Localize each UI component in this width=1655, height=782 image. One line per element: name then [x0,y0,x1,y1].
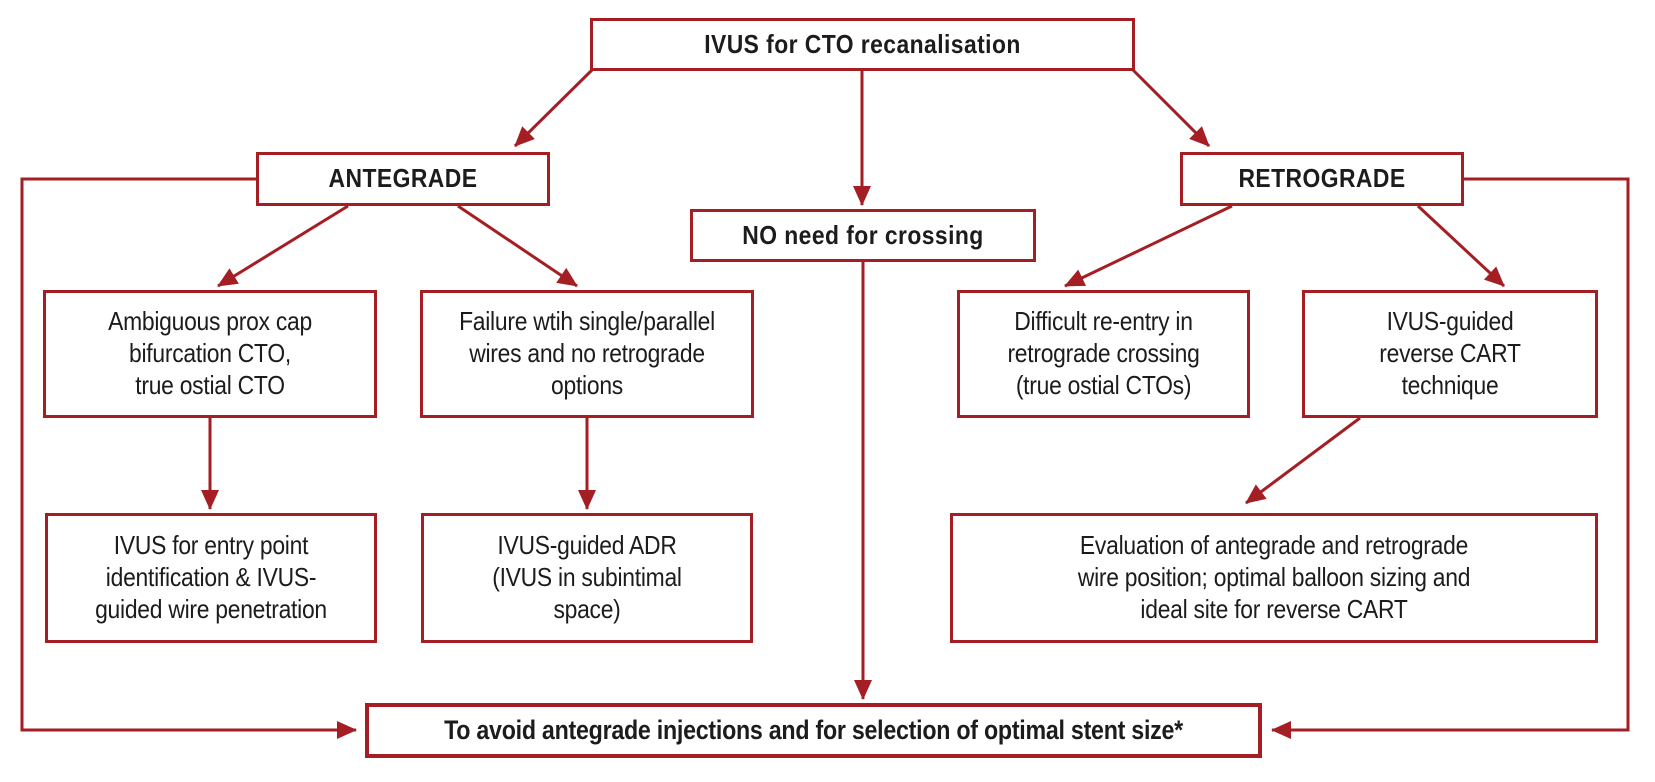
node-no-need-for-crossing-label: NO need for crossing [742,219,984,250]
node-root: IVUS for CTO recanalisation [590,18,1135,71]
node-antegrade-indication-1: Ambiguous prox cap bifurcation CTO, true… [43,290,377,418]
node-retrograde-indication-1-label: Difficult re-entry in retrograde crossin… [1007,306,1200,400]
node-retrograde-indication-1: Difficult re-entry in retrograde crossin… [957,290,1250,418]
node-no-need-for-crossing: NO need for crossing [690,209,1036,262]
node-antegrade-indication-1-label: Ambiguous prox cap bifurcation CTO, true… [108,306,312,400]
node-retrograde: RETROGRADE [1180,152,1464,206]
arrow-antegrade-to-footer [20,177,357,739]
node-antegrade-action-2: IVUS-guided ADR (IVUS in subintimal spac… [421,513,753,643]
node-footer: To avoid antegrade injections and for se… [365,703,1262,758]
node-retrograde-indication-2: IVUS-guided reverse CART technique [1302,290,1598,418]
node-antegrade-label: ANTEGRADE [328,163,478,194]
node-antegrade-indication-2: Failure wtih single/parallel wires and n… [420,290,754,418]
node-footer-label: To avoid antegrade injections and for se… [444,715,1183,746]
node-antegrade-action-2-label: IVUS-guided ADR (IVUS in subintimal spac… [492,530,682,624]
arrow-retrograde-to-indication2 [1416,204,1506,288]
arrow-root-to-retrograde [1131,68,1211,148]
node-retrograde-indication-2-label: IVUS-guided reverse CART technique [1379,306,1521,400]
node-retrograde-action-label: Evaluation of antegrade and retrograde w… [1077,530,1471,624]
node-antegrade-indication-2-label: Failure wtih single/parallel wires and n… [459,306,715,400]
node-retrograde-label: RETROGRADE [1238,163,1406,194]
node-antegrade: ANTEGRADE [256,152,550,206]
arrow-retrograde-to-indication1 [1064,204,1233,288]
arrow-antegrade-to-indication2 [457,204,578,288]
arrow-root-to-antegrade [513,68,594,148]
node-retrograde-action: Evaluation of antegrade and retrograde w… [950,513,1598,643]
arrow-reverse-cart-to-evaluation [1245,416,1361,505]
node-root-label: IVUS for CTO recanalisation [704,28,1021,59]
arrow-retrograde-to-footer [1271,177,1630,739]
arrow-antegrade-to-indication1 [217,204,349,288]
node-antegrade-action-1-label: IVUS for entry point identification & IV… [95,530,327,624]
node-antegrade-action-1: IVUS for entry point identification & IV… [45,513,377,643]
